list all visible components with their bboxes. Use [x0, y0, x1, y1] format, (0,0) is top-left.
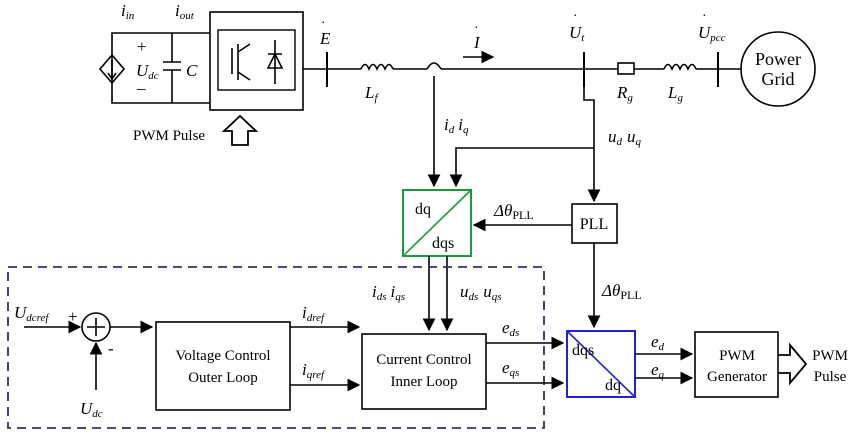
svg-text:·: ·	[321, 16, 326, 31]
grid-label-1: Power	[755, 49, 801, 69]
label-pwm-pulse: PWM Pulse	[133, 128, 205, 144]
pwm-out-label-2: Pulse	[814, 369, 847, 385]
crossover-hop	[426, 62, 442, 70]
label-eq: eq	[651, 360, 665, 381]
pwm-out-label-1: PWM	[812, 348, 848, 364]
converter-box	[209, 11, 304, 111]
current-loop-label-2: Inner Loop	[390, 374, 457, 390]
voltage-loop-box	[155, 321, 291, 411]
label-rg: Rg	[616, 83, 633, 104]
pwm-gen-label-1: PWM	[719, 348, 755, 364]
label-eds: eds	[502, 318, 519, 339]
current-loop-label-1: Current Control	[376, 352, 471, 368]
label-udc-top: Udc	[136, 61, 159, 82]
label-dtheta-bottom: ΔθPLL	[601, 281, 642, 302]
pwm-output-arrow	[778, 342, 808, 386]
pll-label: PLL	[580, 216, 608, 233]
voltage-loop-label-1: Voltage Control	[175, 348, 270, 364]
label-upcc: Upcc	[698, 23, 726, 44]
label-iin: iin	[121, 1, 135, 22]
label-iout: iout	[175, 1, 195, 22]
label-plus-dc: +	[137, 37, 147, 56]
power-grid-circle	[740, 31, 816, 107]
label-ed: ed	[651, 332, 665, 353]
svg-text:·: ·	[702, 9, 707, 24]
svg-text:·: ·	[474, 21, 479, 36]
control-region	[7, 266, 545, 429]
resistor-rg-icon	[617, 62, 635, 75]
label-minus-dc: _	[136, 73, 146, 92]
label-plus-sum: +	[68, 307, 78, 326]
ud-to-park	[449, 147, 594, 188]
pwm-generator-box	[694, 331, 779, 398]
park-bottom-box	[566, 330, 636, 398]
label-udcref: Udcref	[14, 303, 50, 324]
label-lf: Lf	[364, 83, 379, 104]
park-bottom-a: dqs	[572, 342, 594, 359]
park-top-a: dq	[415, 201, 431, 218]
svg-text:·: ·	[573, 9, 578, 24]
switch-frame	[217, 29, 296, 91]
pwm-gen-label-2: Generator	[707, 369, 767, 385]
label-eqs: eqs	[502, 358, 519, 379]
grid-label-2: Grid	[762, 69, 795, 89]
inductor-lg-icon	[663, 63, 697, 71]
current-loop-box	[361, 333, 487, 410]
pwm-pulse-arrow	[221, 114, 259, 146]
label-udc-bottom: Udc	[80, 399, 103, 420]
label-idref: idref	[302, 303, 326, 324]
label-i-dot: I	[473, 33, 481, 52]
label-ut: Ut	[569, 23, 585, 44]
park-bottom-b: dq	[605, 377, 621, 394]
voltage-loop-label-2: Outer Loop	[188, 370, 258, 386]
label-e-dot: E	[319, 29, 331, 48]
voltage-sense-wire	[583, 87, 601, 203]
label-dtheta-top: ΔθPLL	[493, 201, 534, 222]
label-iqref: iqref	[302, 360, 326, 381]
label-c: C	[186, 61, 198, 80]
current-source-icon	[98, 53, 126, 85]
park-top-box	[402, 189, 472, 257]
label-minus-sum: -	[108, 339, 114, 358]
park-top-b: dqs	[432, 235, 454, 252]
inductor-lf-icon	[360, 63, 394, 71]
label-lg: Lg	[667, 83, 683, 104]
